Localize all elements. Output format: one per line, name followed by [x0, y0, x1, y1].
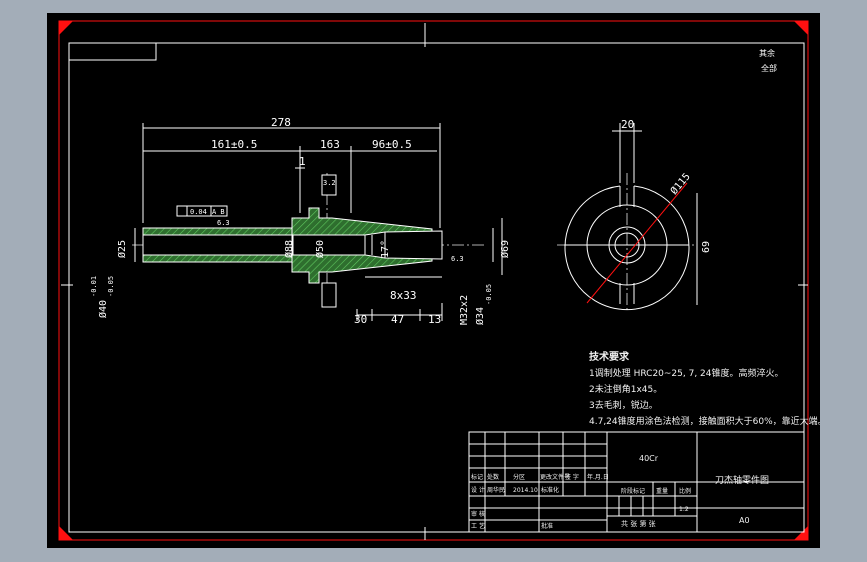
- tb-approve: 批准: [541, 522, 553, 530]
- tb-label-3: 更改文件号: [540, 473, 570, 481]
- tb-scale-label: 比例: [679, 487, 691, 495]
- dim-len30: 30: [354, 313, 367, 326]
- corner-marker-tl: [59, 21, 73, 35]
- outer-frame: [58, 20, 809, 541]
- tol-value: 0.04: [190, 208, 207, 216]
- corner-marker-bl: [59, 526, 73, 540]
- dim-seg3: 96±0.5: [372, 138, 412, 151]
- dim-len47: 47: [391, 313, 404, 326]
- tb-process: 工 艺: [471, 522, 485, 530]
- corner-marker-br: [794, 526, 808, 540]
- tol-ref: A B: [212, 208, 225, 216]
- dim-d40-tol-top: -0.01: [90, 276, 98, 297]
- tb-scale: 1:2: [679, 506, 689, 513]
- tech-item-2: 2未注倒角1x45。: [589, 383, 662, 395]
- tb-designer: 周华民: [487, 486, 505, 494]
- tb-label-0: 标记: [471, 473, 483, 481]
- tb-label-4: 签 字: [565, 473, 579, 481]
- drawing-canvas[interactable]: 其余 全部 278 161±0.5 163 96±0.5: [47, 13, 820, 548]
- side-slot: 20: [621, 118, 634, 131]
- dim-od69: Ø69: [499, 240, 511, 258]
- technical-requirements: 技术要求 1调制处理 HRC20~25, 7, 24锥度。高频淬火。 2未注倒角…: [589, 350, 820, 427]
- dim-bore25: Ø25: [116, 240, 128, 258]
- drive-key-top: [321, 174, 337, 196]
- tech-item-1: 1调制处理 HRC20~25, 7, 24锥度。高频淬火。: [589, 367, 784, 379]
- dim-seg1: 161±0.5: [211, 138, 257, 151]
- tb-review: 审 核: [471, 510, 485, 518]
- cad-drawing: 其余 全部 278 161±0.5 163 96±0.5: [58, 20, 820, 541]
- tb-stage: 阶段标记: [621, 487, 645, 495]
- corner-marker-tr: [794, 21, 808, 35]
- tb-label-5: 年.月.日: [587, 473, 609, 481]
- corner-note-line1: 其余: [759, 48, 775, 58]
- dim-overall: 278: [271, 116, 291, 129]
- inner-frame: [68, 42, 805, 533]
- tech-item-4: 4.7,24锥度用涂色法检测，接触面积大于60%，靠近大端。: [589, 415, 820, 427]
- corner-note-line2: 全部: [761, 63, 777, 73]
- tb-size: A0: [739, 516, 750, 525]
- tb-drawing-name: 刀杰轴零件图: [715, 474, 769, 486]
- tech-title: 技术要求: [589, 350, 630, 363]
- rough-top: 3.2: [323, 179, 336, 187]
- taper-bore: [364, 230, 443, 260]
- dim-bore50: Ø50: [314, 240, 326, 258]
- dim-d34-tol: -0.05: [485, 284, 493, 305]
- dim-taper: 17°: [380, 240, 391, 258]
- tb-label-1: 处数: [487, 473, 499, 481]
- dim-flange-w: 1: [299, 155, 306, 168]
- shaft-section-view: [142, 174, 443, 308]
- side-height: 69: [701, 241, 712, 253]
- rough-right: 6.3: [451, 255, 464, 263]
- dim-len13: 13: [428, 313, 441, 326]
- tb-label-2: 分区: [513, 473, 525, 481]
- end-view: [564, 123, 698, 311]
- tb-weight: 重量: [656, 487, 668, 495]
- tb-date: 2014.10: [513, 487, 538, 494]
- dim-seg2: 163: [320, 138, 340, 151]
- bore-25: [142, 234, 294, 256]
- dim-d40: Ø40: [97, 300, 109, 318]
- dim-thread-pitch: 8x33: [390, 289, 417, 302]
- tb-material: 40Cr: [639, 454, 659, 463]
- tb-design-label: 设 计: [471, 486, 485, 494]
- dim-d34: Ø34: [474, 307, 486, 325]
- rough-left: 6.3: [217, 219, 230, 227]
- drive-key-bottom: [321, 282, 337, 308]
- bore-50: [292, 234, 366, 256]
- title-block: [468, 431, 805, 533]
- tolerance-frame: 0.04 A B: [176, 205, 228, 217]
- tech-item-3: 3去毛刺，锐边。: [589, 399, 658, 411]
- side-diameter: Ø115: [668, 171, 693, 197]
- dim-d40-tol-bot: -0.05: [107, 276, 115, 297]
- dim-bore88: Ø88: [283, 240, 295, 258]
- dim-thread: M32x2: [459, 295, 470, 325]
- tb-sheet: 共 张 第 张: [621, 519, 656, 528]
- dimension-lines: [134, 123, 503, 321]
- code-box: [68, 42, 157, 61]
- tb-standardize: 标准化: [541, 486, 559, 494]
